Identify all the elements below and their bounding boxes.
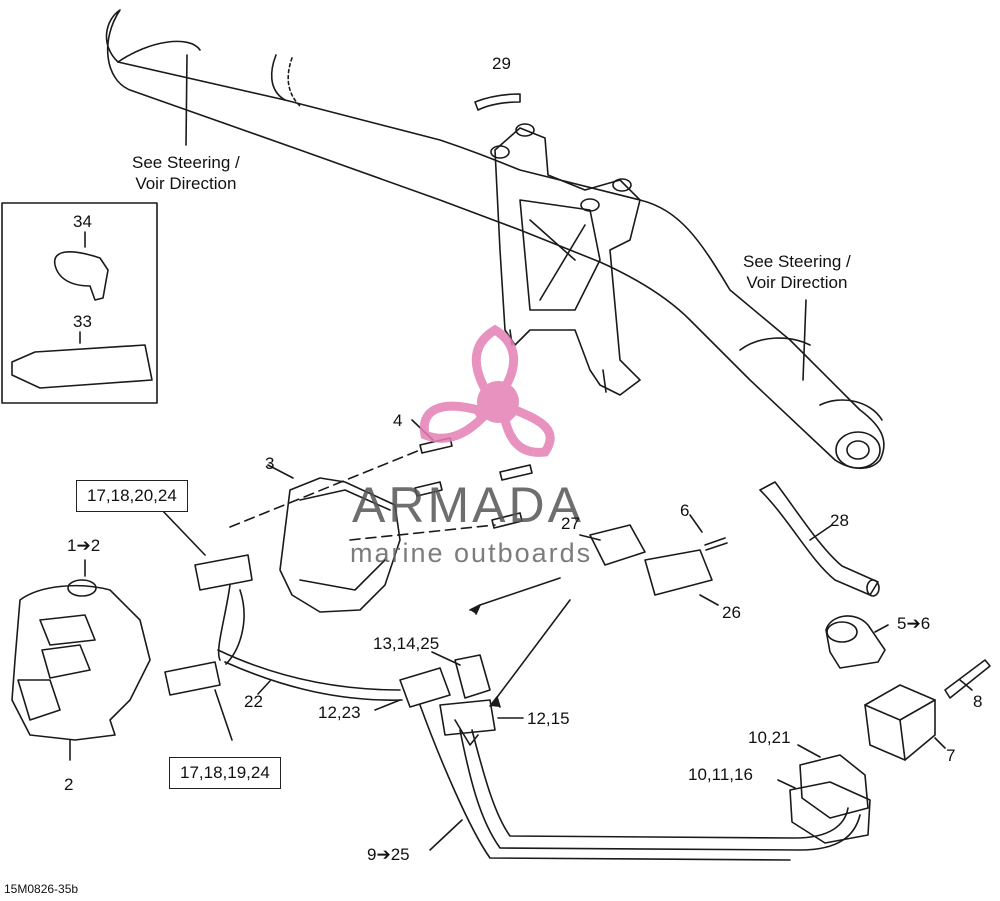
leader-steering-right xyxy=(802,299,807,381)
leader-steering-left xyxy=(185,54,188,146)
harness-9-25 xyxy=(419,704,861,861)
callout-8: 8 xyxy=(973,692,983,711)
watermark-brand: ARMADA xyxy=(352,477,584,533)
callout-9-to-25: 9➔25 xyxy=(367,845,410,864)
boxed-callout-upper: 17,18,20,24 xyxy=(76,480,188,512)
callout-5-to-6: 5➔6 xyxy=(897,614,931,633)
callout-2: 2 xyxy=(64,775,74,794)
connector-27 xyxy=(589,524,646,566)
pin-6 xyxy=(704,537,728,551)
callout-4: 4 xyxy=(393,411,403,430)
connector-lower xyxy=(164,661,221,696)
switch-housing xyxy=(11,559,151,761)
part-34-clip xyxy=(53,251,109,301)
connector-10-21 xyxy=(799,754,869,819)
riser-clamp xyxy=(490,123,641,396)
harness-22 xyxy=(217,584,403,701)
boxed-callout-lower: 17,18,19,24 xyxy=(169,757,281,789)
steering-note-left-line1: See Steering / xyxy=(132,153,240,172)
connector-10-11-16 xyxy=(789,781,871,844)
part-33-tube xyxy=(11,344,153,389)
part-7-block xyxy=(864,684,936,761)
steering-note-right: See Steering / Voir Direction xyxy=(743,251,851,293)
callout-12-23: 12,23 xyxy=(318,703,361,722)
callout-27: 27 xyxy=(561,514,580,533)
callout-6: 6 xyxy=(680,501,690,520)
callout-22: 22 xyxy=(244,692,263,711)
callout-34: 34 xyxy=(73,212,92,231)
hose-29 xyxy=(474,93,521,111)
pin-8 xyxy=(944,659,991,699)
connector-cluster xyxy=(374,577,571,746)
callout-33: 33 xyxy=(73,312,92,331)
inset-box xyxy=(1,202,158,404)
callout-28: 28 xyxy=(830,511,849,530)
steering-note-left-line2: Voir Direction xyxy=(135,174,237,193)
hose-28 xyxy=(759,481,879,596)
watermark-logo xyxy=(419,324,555,457)
connector-26 xyxy=(644,549,713,596)
callout-7: 7 xyxy=(946,746,956,765)
handlebar-outline xyxy=(105,9,885,470)
steering-note-right-line2: Voir Direction xyxy=(746,273,848,292)
steering-note-left: See Steering / Voir Direction xyxy=(132,152,240,194)
callout-3: 3 xyxy=(265,454,275,473)
callout-13-14-25: 13,14,25 xyxy=(373,634,440,653)
callout-10-21: 10,21 xyxy=(748,728,791,747)
callout-26: 26 xyxy=(722,603,741,622)
figure-code: 15M0826-35b xyxy=(4,882,79,896)
steering-note-right-line1: See Steering / xyxy=(743,252,851,271)
callout-1-to-2: 1➔2 xyxy=(67,536,101,555)
watermark-tagline: marine outboards xyxy=(350,538,593,568)
callout-12-15: 12,15 xyxy=(527,709,570,728)
callout-10-11-16: 10,11,16 xyxy=(688,765,753,784)
part-5-6 xyxy=(825,615,886,669)
connector-upper xyxy=(194,554,253,591)
callout-29: 29 xyxy=(492,54,511,73)
